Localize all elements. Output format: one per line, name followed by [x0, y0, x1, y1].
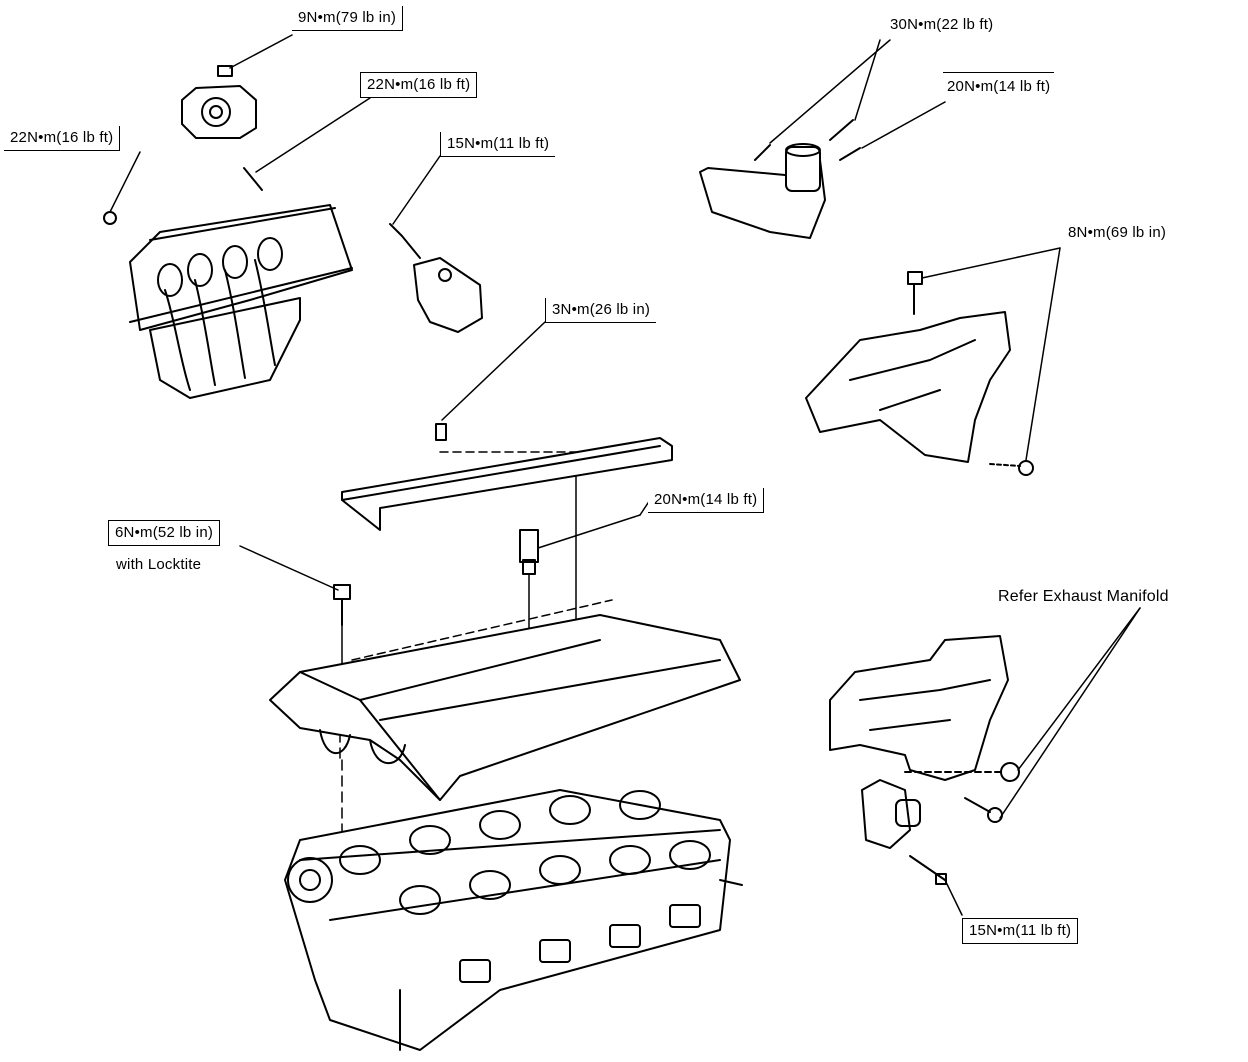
coil-cover-torque-label: 3N•m(26 lb in)	[545, 298, 657, 323]
leader-lines	[109, 34, 1141, 916]
cam-cover-torque-label: 6N•m(52 lb in)	[108, 520, 221, 546]
intake-manifold-bolt-torque-label: 22N•m(16 lb ft)	[360, 72, 478, 98]
heat-shield-torque-label: 8N•m(69 lb in)	[1068, 224, 1167, 241]
egr-valve-torque-label: 30N•m(22 lb ft)	[890, 16, 994, 33]
cylinder-head	[284, 789, 743, 1051]
camshaft-cover	[269, 584, 741, 801]
cam-cover-note-label: with Locktite	[116, 556, 202, 573]
exhaust-manifold	[829, 635, 1020, 823]
coil-cover	[341, 423, 673, 531]
intake-manifold	[103, 167, 353, 399]
intake-manifold-nut-torque-label: 22N•m(16 lb ft)	[4, 126, 121, 151]
egr-valve	[699, 119, 861, 239]
egr-adapter-torque-label: 20N•m(14 lb ft)	[943, 72, 1055, 98]
sensor	[519, 529, 539, 575]
sensor-torque-label: 20N•m(14 lb ft)	[648, 488, 765, 513]
map-sensor	[389, 223, 483, 333]
heat-shield	[805, 271, 1034, 476]
oxygen-sensor-torque-label: 15N•m(11 lb ft)	[962, 918, 1079, 944]
map-sensor-torque-label: 15N•m(11 lb ft)	[440, 132, 556, 157]
exhaust-manifold-reference-label: Refer Exhaust Manifold	[998, 588, 1169, 605]
throttle-body	[181, 65, 257, 139]
oxygen-sensor	[861, 779, 947, 885]
throttle-body-torque-label: 9N•m(79 lb in)	[292, 6, 404, 31]
